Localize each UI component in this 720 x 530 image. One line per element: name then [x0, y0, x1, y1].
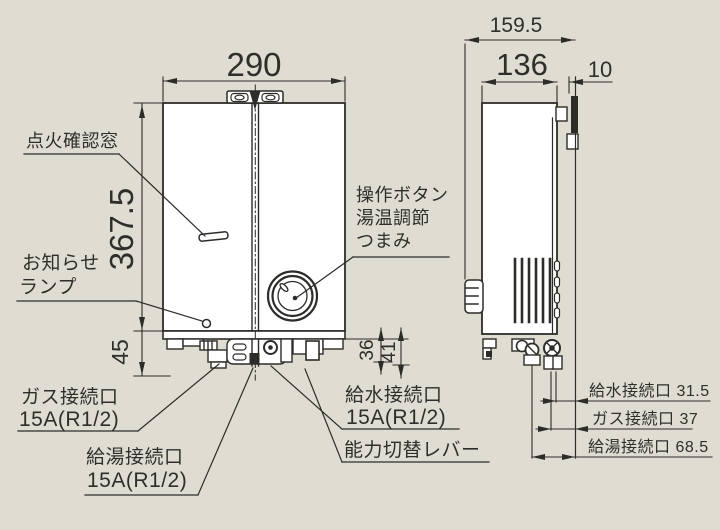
gas-port-label-1: ガス接続口	[21, 387, 119, 408]
ignition-window-label: 点火確認窓	[26, 131, 119, 151]
capacity-lever-label: 能力切替レバー	[344, 440, 481, 461]
dim-height-label: 367.5	[103, 187, 140, 271]
dim-bottom-height-label: 45	[107, 339, 133, 365]
notice-lamp	[201, 318, 212, 329]
front-view-leaders	[16, 153, 490, 496]
dim-total-depth-label: 159.5	[489, 14, 543, 37]
water-port-depth-caption: 給水接続口 31.5	[589, 383, 710, 400]
hot-water-port-label-2: 15A(R1/2)	[87, 469, 188, 492]
gas-port-depth-caption: ガス接続口 37	[592, 411, 699, 428]
gas-port-label-2: 15A(R1/2)	[19, 408, 120, 431]
wall-bracket	[571, 96, 578, 133]
dim-bracket-gap-label: 10	[587, 57, 613, 82]
front-view-dimensions	[133, 76, 410, 379]
dim-41-label: 41	[379, 341, 400, 363]
front-view-body	[162, 84, 346, 381]
front-bottom-fittings	[166, 338, 344, 369]
control-knob-label-1: 操作ボタン	[356, 185, 449, 205]
vent-slits	[513, 257, 552, 324]
side-view-dimensions	[464, 37, 713, 460]
dim-36-label: 36	[357, 339, 378, 361]
control-knob	[266, 270, 319, 322]
capacity-lever	[305, 340, 320, 361]
dim-width-label: 290	[226, 46, 282, 83]
control-knob-label-3: つまみ	[356, 231, 412, 251]
water-port-label-2: 15A(R1/2)	[346, 406, 447, 429]
notice-lamp-label-2: ランプ	[19, 277, 77, 298]
dim-body-depth-label: 136	[496, 47, 548, 82]
side-view-body	[464, 76, 579, 459]
water-port-label-1: 給水接続口	[345, 385, 443, 406]
hot-water-port-label-1: 給湯接続口	[86, 447, 184, 468]
control-knob-label-2: 湯温調節	[356, 208, 430, 228]
hot-water-port-depth-caption: 給湯接続口 68.5	[588, 439, 709, 456]
side-knob	[464, 279, 484, 314]
ignition-window	[198, 231, 229, 242]
side-bottom-fittings	[482, 338, 563, 370]
connection-drop-lines	[531, 365, 557, 459]
rear-slots	[553, 260, 561, 319]
notice-lamp-label-1: お知らせ	[22, 253, 100, 274]
